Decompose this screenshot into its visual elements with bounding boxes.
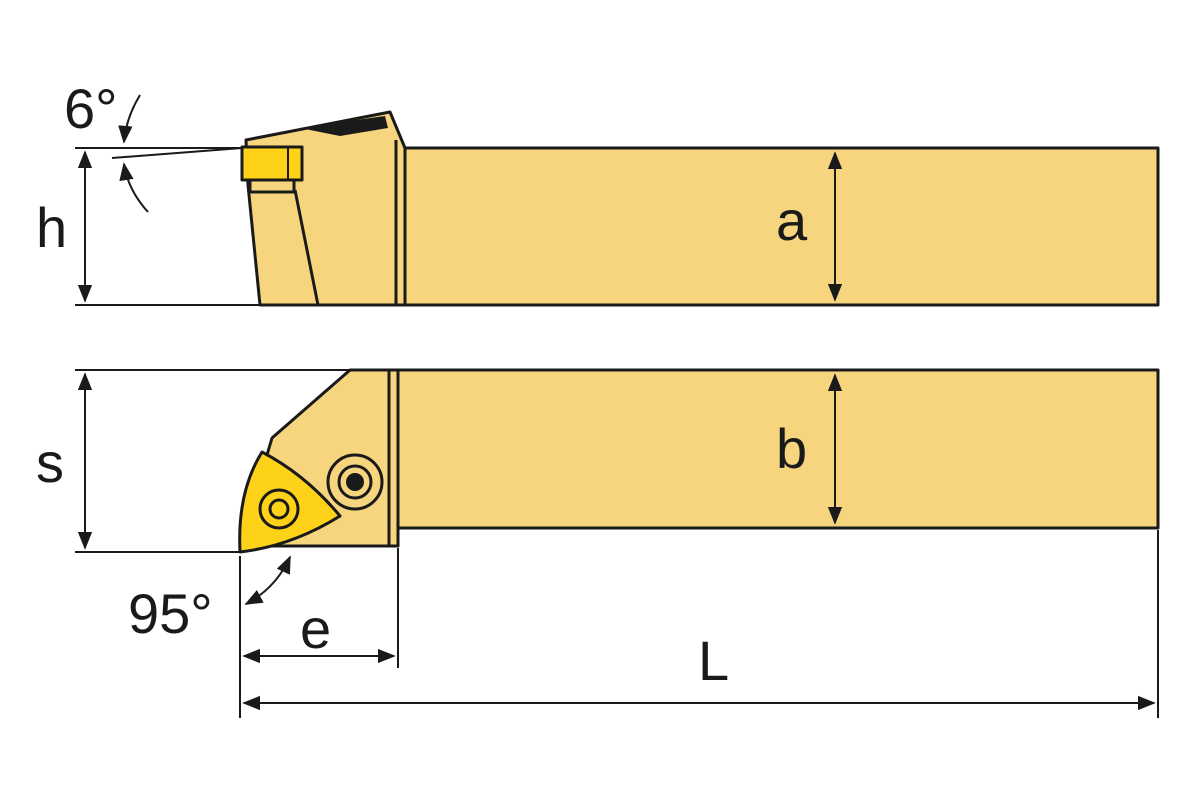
top-view: s b 95° e L <box>36 368 1160 718</box>
label-angle-bottom: 95° <box>128 582 213 645</box>
angle-bottom-arrow <box>244 555 291 605</box>
label-L: L <box>698 629 729 692</box>
side-view-pocket-line <box>293 189 320 306</box>
clamp-screw-ring <box>337 464 373 500</box>
label-a: a <box>776 189 808 252</box>
side-view-head <box>244 110 407 307</box>
label-h: h <box>36 196 67 259</box>
side-view-insert-seat <box>248 178 296 194</box>
side-view-clamp <box>300 116 388 136</box>
top-view-insert <box>238 450 342 554</box>
angle-reference-line <box>111 147 243 159</box>
clamp-screw-outer <box>326 453 384 511</box>
label-s: s <box>36 431 64 494</box>
insert-screw-inner <box>268 498 290 520</box>
label-e: e <box>300 597 331 660</box>
angle-top-arrow-upper <box>118 94 141 144</box>
insert-screw-outer <box>258 488 300 530</box>
side-view: h a 6° <box>36 77 1160 307</box>
side-view-shank <box>401 146 1160 307</box>
label-angle-top: 6° <box>64 77 118 140</box>
side-view-insert <box>240 145 304 182</box>
clamp-screw-center <box>346 473 364 491</box>
label-b: b <box>776 417 807 480</box>
top-view-shank <box>395 368 1160 530</box>
angle-top-arrow-lower <box>119 162 149 213</box>
